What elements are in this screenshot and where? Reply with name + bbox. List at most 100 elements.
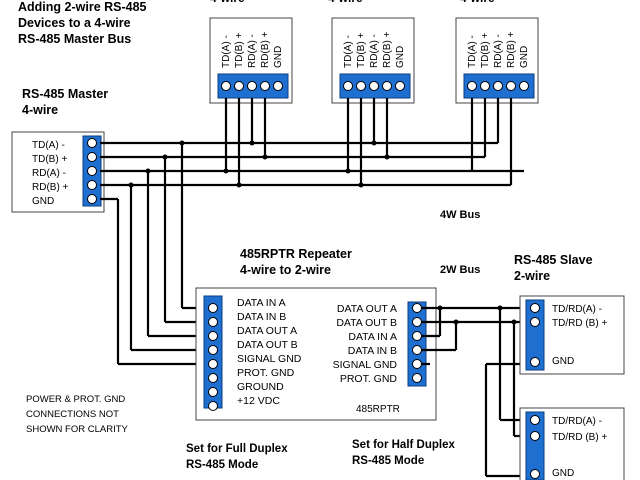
screw-terminal-icon	[530, 415, 540, 425]
screw-terminal-icon	[506, 81, 516, 91]
slave-4w-3-pin-3: RD(A) -	[493, 34, 504, 68]
repeater-device: 485RPTR Repeater 4-wire to 2-wire DATA I…	[195, 247, 437, 421]
slave-4w-2-pin-3: RD(A) -	[369, 34, 380, 68]
half-duplex-note: Set for Half Duplex RS-485 Mode	[352, 439, 455, 467]
repeater-right-pin-4: DATA IN B	[348, 345, 397, 357]
slave-4w-3-heading: 4-wire	[460, 0, 495, 5]
half-duplex-line-2: RS-485 Mode	[352, 455, 424, 467]
screw-terminal-icon	[412, 303, 422, 313]
screw-terminal-icon	[208, 345, 218, 355]
screw-terminal-icon	[208, 387, 218, 397]
screw-terminal-icon	[208, 373, 218, 383]
wire-junction-dot	[223, 168, 229, 174]
wire-junction-dot	[249, 140, 255, 146]
screw-terminal-icon	[273, 81, 283, 91]
note-line-3: SHOWN FOR CLARITY	[26, 424, 129, 435]
screw-terminal-icon	[234, 81, 244, 91]
wire-junction-dot	[497, 305, 503, 311]
screw-terminal-icon	[412, 331, 422, 341]
repeater-left-pin-8: +12 VDC	[237, 395, 280, 407]
screw-terminal-icon	[530, 317, 540, 327]
repeater-left-pin-1: DATA IN A	[237, 297, 286, 309]
master-pin-3: RD(A) -	[32, 168, 66, 179]
slave-2w-pin-2: TD/RD (B) +	[552, 318, 607, 329]
screw-terminal-icon	[395, 81, 405, 91]
full-duplex-line-2: RS-485 Mode	[186, 459, 258, 471]
screw-terminal-icon	[87, 152, 97, 162]
master-pin-2: TD(B) +	[32, 154, 67, 165]
screw-terminal-icon	[221, 81, 231, 91]
repeater-right-pin-6: PROT. GND	[340, 373, 398, 385]
note-line-2: CONNECTIONS NOT	[26, 409, 119, 420]
note-line-1: POWER & PROT. GND	[26, 394, 125, 405]
slave-4w-1-pin-1: TD(A) -	[221, 35, 232, 68]
screw-terminal-icon	[530, 357, 540, 367]
slave-4w-2-heading: 4-wire	[328, 0, 363, 5]
bus-4w-label: 4W Bus	[440, 209, 480, 221]
repeater-right-pin-2: DATA OUT B	[336, 317, 397, 329]
terminal-block-icon	[525, 411, 545, 480]
slave-4w-3-pin-4: RD(B) +	[506, 31, 517, 68]
slave-2w-b-pin-1: TD/RD(A) -	[552, 416, 602, 427]
master-title: RS-485 Master	[22, 87, 108, 101]
wire-junction-dot	[511, 319, 517, 325]
screw-terminal-icon	[343, 81, 353, 91]
screw-terminal-icon	[530, 469, 540, 479]
slave-2w-title: RS-485 Slave	[514, 253, 593, 267]
screw-terminal-icon	[412, 345, 422, 355]
title-line-1: Adding 2-wire RS-485	[18, 0, 147, 14]
slave-4w-1: 4-wire TD(A) - TD(B) + RD(A) - RD(B) + G…	[209, 0, 293, 104]
slave-2w-pin-1: TD/RD(A) -	[552, 304, 602, 315]
master-pin-1: TD(A) -	[32, 140, 65, 151]
bus-4w-wires	[100, 98, 524, 366]
repeater-left-pin-7: GROUND	[237, 381, 284, 393]
master-pin-5: GND	[32, 196, 54, 207]
slave-2w-b-pin-3: GND	[552, 468, 574, 479]
title-line-2: Devices to a 4-wire	[18, 16, 131, 30]
full-duplex-line-1: Set for Full Duplex	[186, 443, 288, 455]
master-subtitle: 4-wire	[22, 103, 58, 117]
screw-terminal-icon	[530, 431, 540, 441]
screw-terminal-icon	[260, 81, 270, 91]
screw-terminal-icon	[208, 317, 218, 327]
slave-4w-1-heading: 4-wire	[210, 0, 245, 5]
repeater-right-pin-3: DATA IN A	[348, 331, 397, 343]
slave-4w-2-pin-2: TD(B) +	[356, 33, 367, 68]
wire-junction-dot	[345, 168, 351, 174]
terminal-block-icon	[525, 299, 545, 371]
title-line-3: RS-485 Master Bus	[18, 32, 131, 46]
slave-4w-1-pin-3: RD(A) -	[247, 34, 258, 68]
repeater-left-pin-5: SIGNAL GND	[237, 353, 302, 365]
repeater-box	[195, 287, 437, 421]
slave-4w-2: 4-wire TD(A) - TD(B) + RD(A) - RD(B) + G…	[328, 0, 415, 104]
master-pin-4: RD(B) +	[32, 182, 69, 193]
slave-4w-2-pin-1: TD(A) -	[343, 35, 354, 68]
master-device: RS-485 Master 4-wire TD(A) - TD(B) + RD(…	[11, 87, 108, 213]
wire-junction-dot	[262, 154, 268, 160]
screw-terminal-icon	[208, 303, 218, 313]
repeater-left-pin-4: DATA OUT B	[237, 339, 298, 351]
full-duplex-note: Set for Full Duplex RS-485 Mode	[186, 443, 288, 471]
screw-terminal-icon	[493, 81, 503, 91]
screw-terminal-icon	[87, 166, 97, 176]
slave-4w-3-pin-2: TD(B) +	[480, 33, 491, 68]
diagram-title: Adding 2-wire RS-485 Devices to a 4-wire…	[18, 0, 147, 46]
slave-4w-1-pin-4: RD(B) +	[260, 31, 271, 68]
screw-terminal-icon	[87, 194, 97, 204]
repeater-subtitle: 4-wire to 2-wire	[240, 263, 331, 277]
repeater-right-pin-1: DATA OUT A	[337, 303, 397, 315]
screw-terminal-icon	[208, 359, 218, 369]
wire-junction-dot	[384, 154, 390, 160]
repeater-left-pin-2: DATA IN B	[237, 311, 286, 323]
slave-2w-b-pin-2: TD/RD (B) +	[552, 432, 607, 443]
repeater-right-pin-5: SIGNAL GND	[333, 359, 398, 371]
slave-2w-pin-3: GND	[552, 356, 574, 367]
screw-terminal-icon	[87, 138, 97, 148]
slave-4w-1-pin-5: GND	[273, 46, 284, 68]
repeater-title: 485RPTR Repeater	[240, 247, 352, 261]
screw-terminal-icon	[530, 303, 540, 313]
slave-2w-subtitle: 2-wire	[514, 269, 550, 283]
slave-4w-3: 4-wire TD(A) - TD(B) + RD(A) - RD(B) + G…	[455, 0, 539, 104]
screw-terminal-icon	[519, 81, 529, 91]
